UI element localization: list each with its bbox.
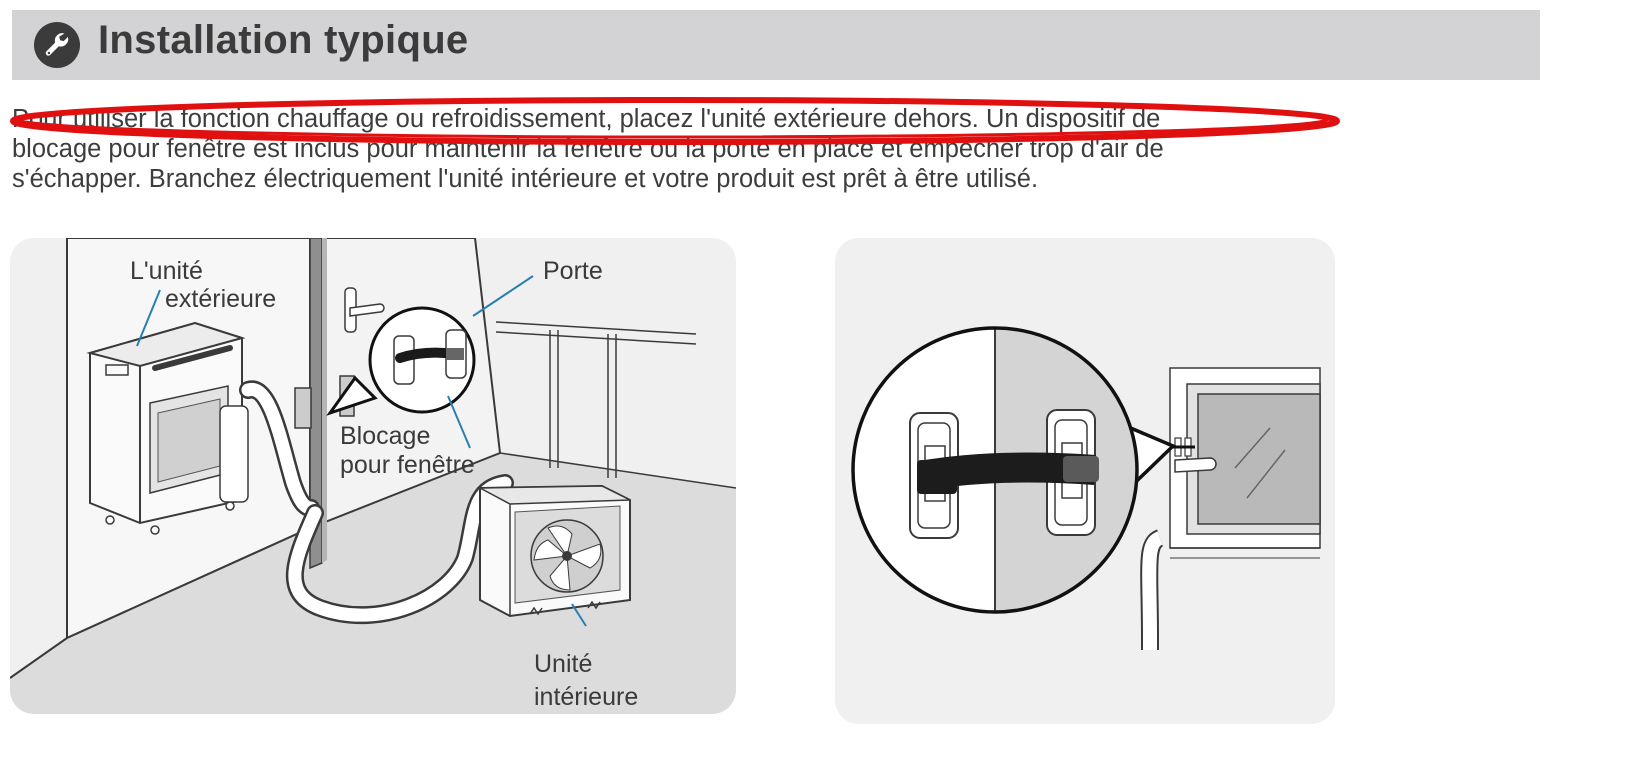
- label-outdoor-unit-line1: L'unité: [130, 257, 203, 285]
- window-lock-drawing: [835, 238, 1335, 724]
- installation-drawing: [10, 238, 736, 714]
- page-title: Installation typique: [98, 18, 469, 62]
- label-indoor-unit-line2: intérieure: [534, 683, 639, 711]
- intro-paragraph: Pour utiliser la fonction chauffage ou r…: [12, 104, 1612, 204]
- label-window-lock-line2: pour fenêtre: [340, 451, 475, 479]
- window-lock-detail: [835, 238, 1335, 724]
- section-header: Installation typique: [12, 10, 1540, 80]
- wrench-icon: [34, 22, 80, 68]
- installation-illustration: L'unité extérieure Porte Blocage pour fe…: [10, 238, 736, 714]
- label-indoor-unit-line1: Unité: [534, 650, 593, 678]
- intro-line-3: s'échapper. Branchez électriquement l'un…: [12, 165, 1039, 193]
- label-outdoor-unit-line2: extérieure: [165, 285, 277, 313]
- intro-line-1: Pour utiliser la fonction chauffage ou r…: [12, 105, 1161, 133]
- label-door: Porte: [543, 257, 603, 285]
- intro-line-2: blocage pour fenêtre est inclus pour mai…: [12, 135, 1164, 163]
- label-window-lock-line1: Blocage: [340, 422, 431, 450]
